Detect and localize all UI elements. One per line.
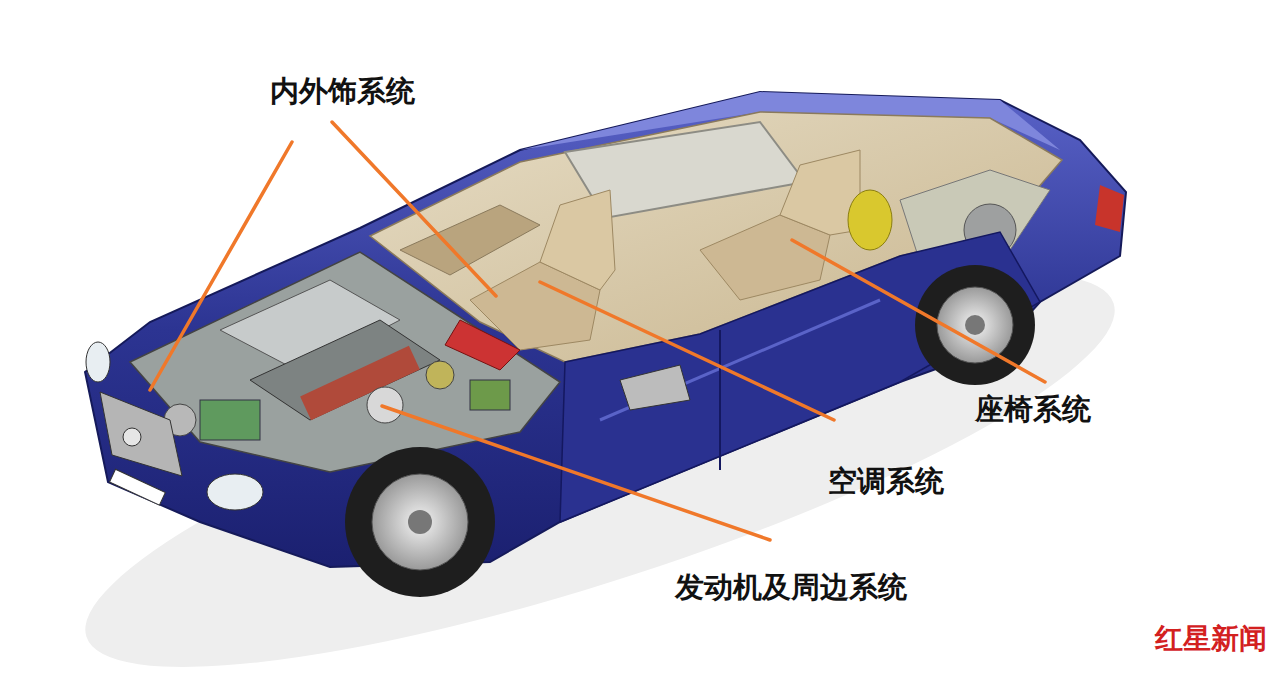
tail-light [1095,185,1124,232]
pulley [367,387,403,423]
engine-block [250,320,440,420]
headlight [207,474,263,510]
system-label: 座椅系统 [975,392,1091,427]
front-rim [372,474,468,570]
front-wheel [345,447,495,597]
grille [100,392,182,476]
license-plate [110,469,166,505]
system-label: 发动机及周边系统 [675,570,907,605]
engine-part [470,380,510,410]
side-mirror [620,365,690,410]
cabin-cutaway [370,112,1062,362]
car-body [85,92,1126,567]
badge [123,428,141,446]
rear-component [848,190,892,250]
leader-line [332,122,496,296]
headlight [86,342,110,382]
engine-bay [130,252,560,472]
door-line [600,300,880,420]
radiator-part [200,400,260,440]
side-door [560,232,1040,522]
leader-line [382,406,770,540]
leader-line [150,142,292,390]
front-seat-back [540,190,615,290]
engine-part [445,320,520,370]
hub [408,510,432,534]
watermark: 红星新闻 [1155,622,1267,656]
system-label: 内外饰系统 [270,74,415,109]
leader-line [792,240,1045,382]
door-seam [719,330,721,470]
hub [965,315,985,335]
system-label: 空调系统 [828,464,944,499]
leader-line [540,282,834,420]
engine-part [426,361,454,389]
rear-rim [937,287,1013,363]
rear-seat [700,215,830,300]
